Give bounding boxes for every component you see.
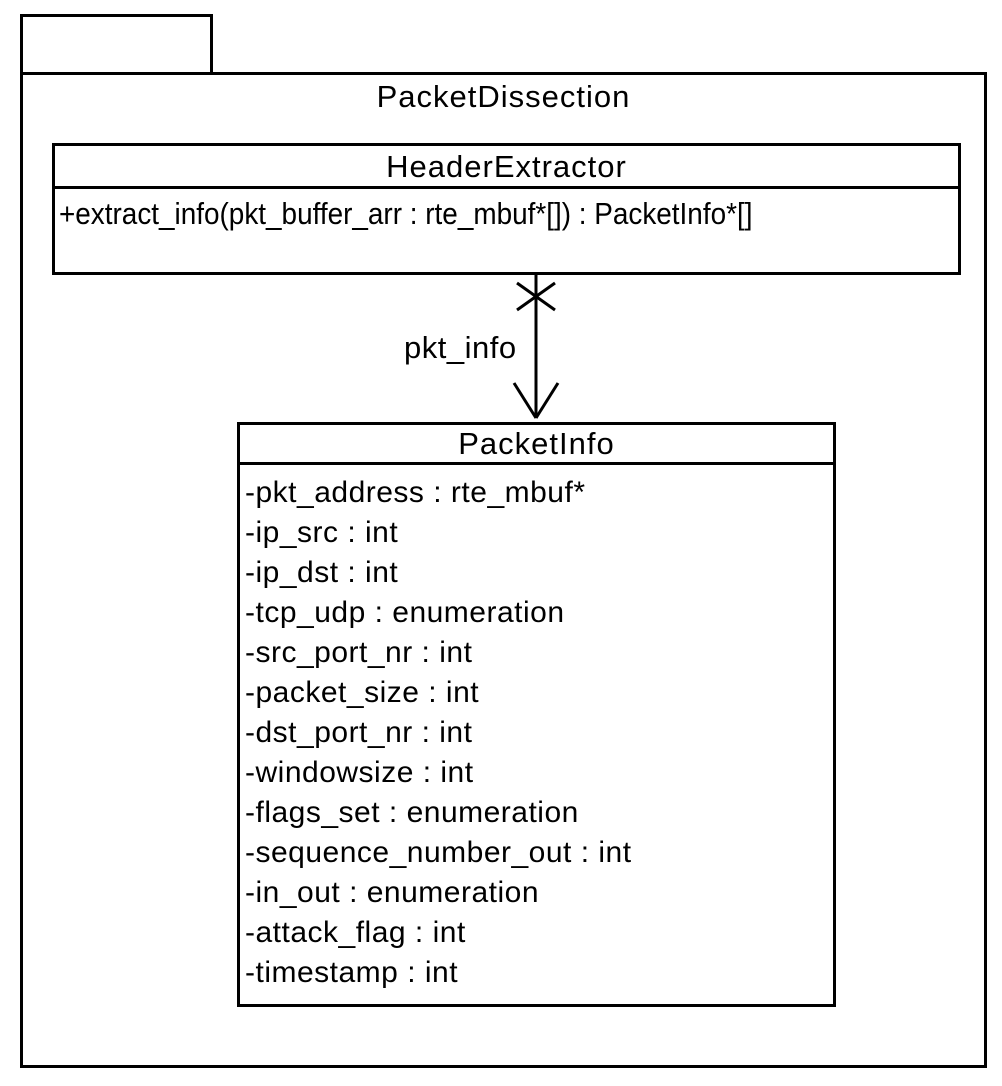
operations-compartment: +extract_info(pkt_buffer_arr : rte_mbuf*…: [55, 189, 958, 233]
package-name: PacketDissection: [376, 79, 631, 114]
attribute-row: -flags_set : enumeration: [245, 796, 579, 829]
attribute-row: -ip_src : int: [245, 516, 399, 549]
package-tab: [20, 14, 213, 75]
class-headerextractor: HeaderExtractor +extract_info(pkt_buffer…: [52, 143, 961, 275]
attribute-row: -tcp_udp : enumeration: [245, 596, 565, 629]
attribute-row: -attack_flag : int: [245, 916, 466, 949]
attribute-row: -src_port_nr : int: [245, 636, 473, 669]
association-label: pkt_info: [404, 330, 517, 366]
attribute-row: -dst_port_nr : int: [245, 716, 473, 749]
operation-row: +extract_info(pkt_buffer_arr : rte_mbuf*…: [59, 195, 958, 233]
attribute-row: -sequence_number_out : int: [245, 836, 632, 869]
attribute-row: -timestamp : int: [245, 956, 459, 989]
attribute-row: -in_out : enumeration: [245, 876, 540, 909]
operation-text: +extract_info(pkt_buffer_arr : rte_mbuf*…: [59, 196, 753, 231]
class-packetinfo: PacketInfo -pkt_address : rte_mbuf* -ip_…: [237, 422, 836, 1007]
attributes-compartment: -pkt_address : rte_mbuf* -ip_src : int -…: [240, 465, 833, 993]
attribute-row: -windowsize : int: [245, 756, 474, 789]
class-name-headerextractor: HeaderExtractor: [55, 146, 958, 189]
attribute-row: -ip_dst : int: [245, 556, 399, 589]
attribute-row: -packet_size : int: [245, 676, 480, 709]
attribute-row: -pkt_address : rte_mbuf*: [245, 476, 586, 509]
class-name-packetinfo: PacketInfo: [240, 425, 833, 465]
